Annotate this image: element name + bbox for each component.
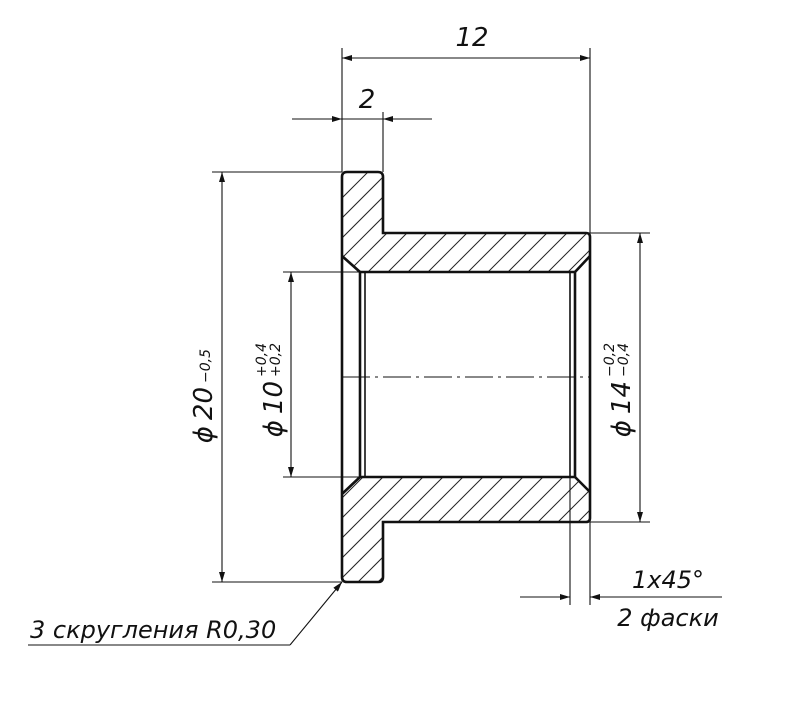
- dim-outer-diameter-tol-upper: −0,2: [602, 343, 618, 377]
- dim-bore-diameter-symbol: ϕ: [259, 420, 289, 437]
- dim-outer-diameter-symbol: ϕ: [607, 420, 637, 437]
- dim-bore-diameter-tol-lower: +0,2: [268, 343, 284, 377]
- dim-flange-thickness: 2: [292, 85, 432, 172]
- dim-outer-diameter-tol-lower: −0,4: [616, 343, 632, 377]
- fillet-callout: 3 скругления R0,30: [28, 581, 343, 646]
- dim-flange-thickness-value: 2: [359, 85, 376, 115]
- dim-overall-length: 12: [341, 23, 591, 233]
- dim-flange-diameter-symbol: ϕ: [189, 426, 219, 443]
- dim-bore-diameter-value: 10: [259, 381, 289, 414]
- chamfer-size: 1x45°: [632, 566, 704, 594]
- fillet-note: 3 скругления R0,30: [30, 616, 276, 644]
- dim-bore-diameter-tol-upper: +0,4: [254, 343, 270, 377]
- dim-flange-diameter: ϕ 20 −0,5: [189, 171, 342, 583]
- dim-bore-diameter: ϕ 10 +0,4 +0,2: [254, 271, 360, 478]
- dim-outer-diameter-value: 14: [607, 381, 637, 414]
- section-hatch-top: [342, 172, 590, 272]
- svg-text:ϕ14: ϕ 14: [607, 381, 637, 437]
- dim-flange-diameter-tol: −0,5: [198, 349, 214, 383]
- chamfer-count: 2 фаски: [617, 604, 718, 632]
- svg-text:ϕ10: ϕ 10: [259, 381, 289, 437]
- dim-overall-length-value: 12: [455, 23, 488, 53]
- chamfer-edges: [364, 272, 571, 477]
- dim-flange-diameter-value: 20: [189, 387, 219, 420]
- part-outline: [340, 170, 592, 584]
- svg-text:ϕ20: ϕ 20: [189, 387, 219, 443]
- dim-outer-diameter: ϕ 14 −0,2 −0,4: [590, 232, 650, 523]
- chamfer-callout: 1x45° 2 фаски: [520, 477, 722, 632]
